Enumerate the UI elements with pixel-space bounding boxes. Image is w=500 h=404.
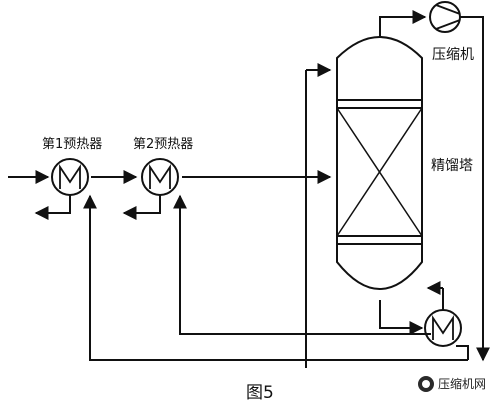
- figure-caption: 图5: [246, 383, 274, 403]
- compressor-label: 压缩机: [432, 47, 474, 63]
- preheater-1-exchanger: [34, 158, 89, 220]
- compressor-symbol: [429, 1, 490, 362]
- column-label: 精馏塔: [431, 158, 473, 174]
- watermark-text: 压缩机网: [438, 377, 487, 391]
- overhead-vapor-line: [379, 10, 427, 37]
- reflux-line: [305, 63, 332, 368]
- preheater-2-exchanger: [122, 158, 179, 220]
- watermark: 压缩机网: [418, 375, 486, 392]
- recycle-line-preheater-2: [173, 194, 431, 335]
- reboiler-exchanger: [379, 281, 469, 360]
- distillation-column: [336, 36, 423, 290]
- recycle-line-preheater-1: [83, 194, 468, 361]
- watermark-logo-icon: [418, 375, 434, 392]
- preheater-2-label: 第2预热器: [133, 137, 194, 152]
- preheater-1-label: 第1预热器: [42, 137, 103, 152]
